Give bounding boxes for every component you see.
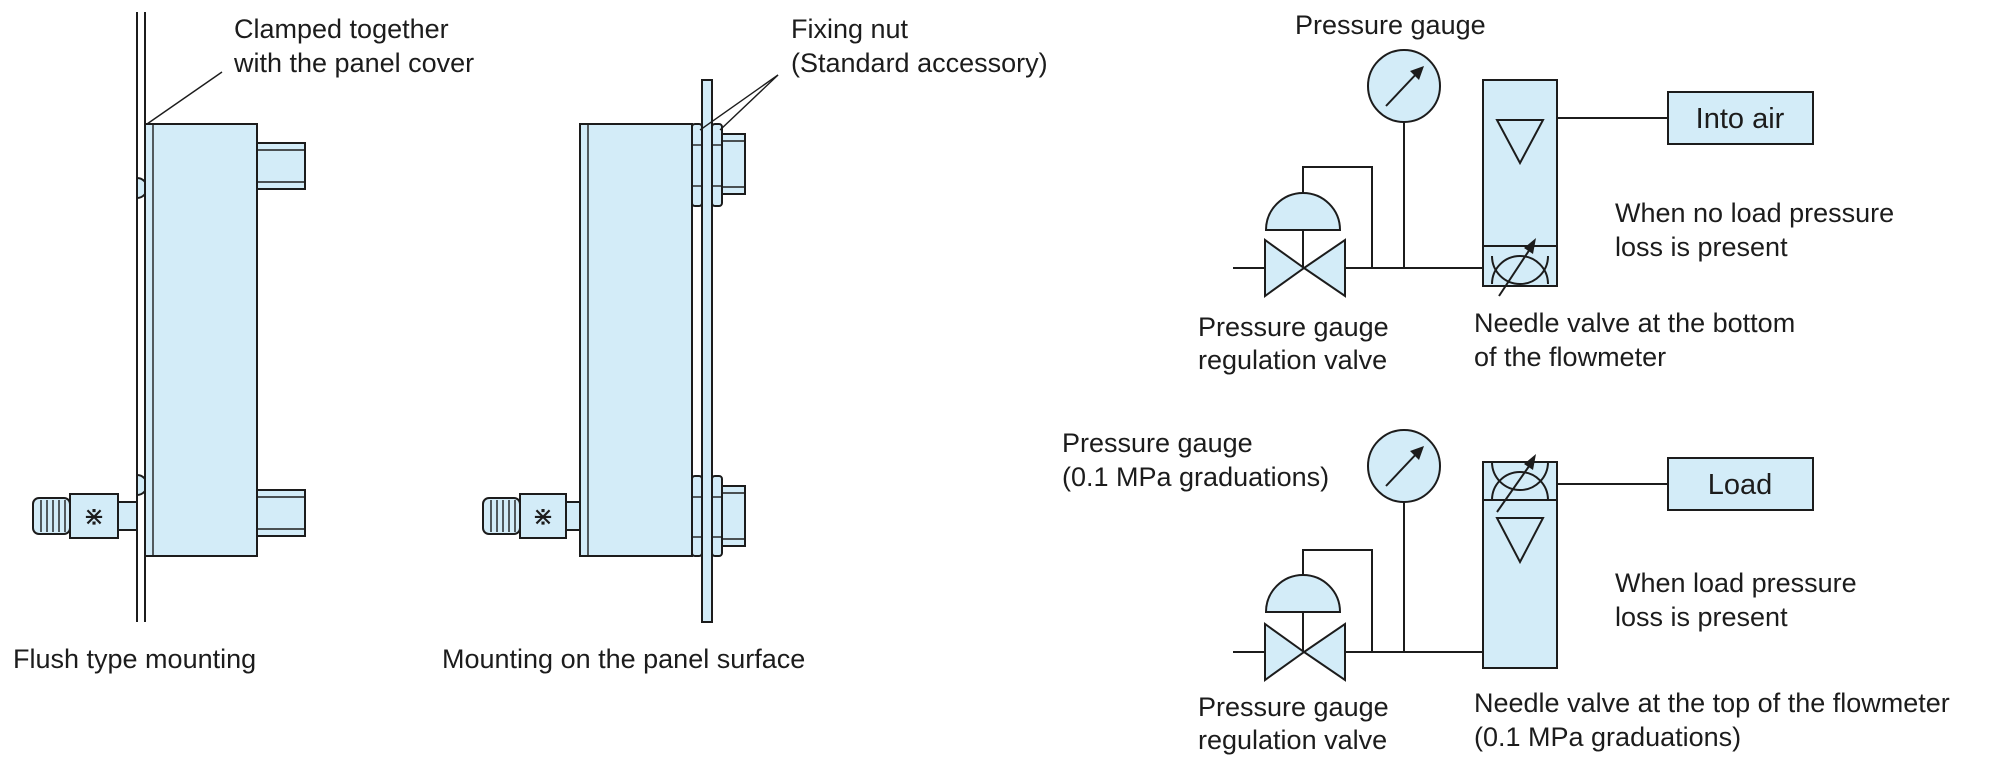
flush-knob-body [69, 493, 119, 539]
top-flowmeter [1482, 79, 1558, 287]
top-needle-label-line-2: of the flowmeter [1474, 342, 1666, 372]
surface-callout-line-2: (Standard accessory) [791, 48, 1048, 78]
flush-caption: Flush type mounting [13, 644, 256, 674]
surface-callout-leader-2 [719, 74, 779, 131]
surface-nut-bottom-outer [711, 475, 723, 557]
surface-nut-bottom-inner [691, 475, 703, 557]
schematic-bottom [1233, 429, 1814, 682]
bottom-needle-label-line-1: Needle valve at the top of the flowmeter [1474, 688, 1950, 718]
bottom-float-triangle [1495, 517, 1545, 565]
bottom-regulator-valve-left [1264, 622, 1306, 682]
flush-knob-hatch-icon: ⋇ [83, 502, 105, 532]
flush-knob-grip-lines [40, 500, 66, 532]
surface-panel [701, 79, 713, 623]
flush-callout-line-2: with the panel cover [233, 48, 474, 78]
surface-knob-grip-lines [490, 500, 516, 532]
schematic-top [1233, 49, 1814, 298]
surface-flowmeter-body [579, 123, 693, 557]
top-box-label: Into air [1696, 103, 1785, 135]
surface-callout-leader-1 [699, 74, 779, 131]
bottom-gauge-label-line-2: (0.1 MPa graduations) [1062, 462, 1329, 492]
surface-knob-cap [482, 497, 521, 535]
top-gauge-label: Pressure gauge [1295, 10, 1486, 40]
bottom-pilot-line [1302, 549, 1373, 652]
surface-nut-top-inner [691, 123, 703, 207]
bottom-box-label: Load [1708, 469, 1773, 501]
top-regulator-label-line-1: Pressure gauge [1198, 312, 1389, 342]
surface-mounting-drawing: ⋇ [482, 74, 779, 623]
top-regulator-valve-left [1264, 238, 1306, 298]
top-condition-line-2: loss is present [1615, 232, 1788, 262]
bottom-condition-line-1: When load pressure [1615, 568, 1857, 598]
bottom-flowmeter [1482, 461, 1558, 669]
top-regulator-label-line-2: regulation valve [1198, 345, 1387, 375]
bottom-regulator-valve-right [1302, 622, 1346, 682]
surface-top-port [721, 133, 746, 195]
flush-knob-cap [32, 497, 71, 535]
top-regulator-dome [1264, 192, 1342, 231]
bottom-regulator-dome [1264, 574, 1342, 613]
bottom-load-box [1667, 457, 1814, 511]
top-pilot-line [1302, 166, 1373, 268]
top-needle-label-line-1: Needle valve at the bottom [1474, 308, 1795, 338]
surface-knob-hatch-icon: ⋇ [532, 502, 554, 532]
bottom-regulator-label-line-1: Pressure gauge [1198, 692, 1389, 722]
surface-caption: Mounting on the panel surface [442, 644, 805, 674]
top-regulator-valve-right [1302, 238, 1346, 298]
top-into-air-box [1667, 91, 1814, 145]
flush-flowmeter-body [144, 123, 258, 557]
bottom-condition-line-2: loss is present [1615, 602, 1788, 632]
top-float-triangle [1495, 119, 1545, 166]
top-condition-line-1: When no load pressure [1615, 198, 1894, 228]
surface-bottom-port [721, 485, 746, 547]
bottom-regulator-label-line-2: regulation valve [1198, 725, 1387, 755]
surface-nut-top-outer [711, 123, 723, 207]
flush-callout-leader [146, 71, 223, 125]
flush-knob-stem [117, 501, 138, 531]
flush-mounting-drawing: ⋇ [32, 12, 306, 622]
flush-callout-line-1: Clamped together [234, 14, 449, 44]
bottom-needle-label-line-2: (0.1 MPa graduations) [1474, 722, 1741, 752]
surface-callout-line-1: Fixing nut [791, 14, 909, 44]
bottom-gauge-label-line-1: Pressure gauge [1062, 428, 1253, 458]
surface-knob-stem [565, 501, 581, 531]
